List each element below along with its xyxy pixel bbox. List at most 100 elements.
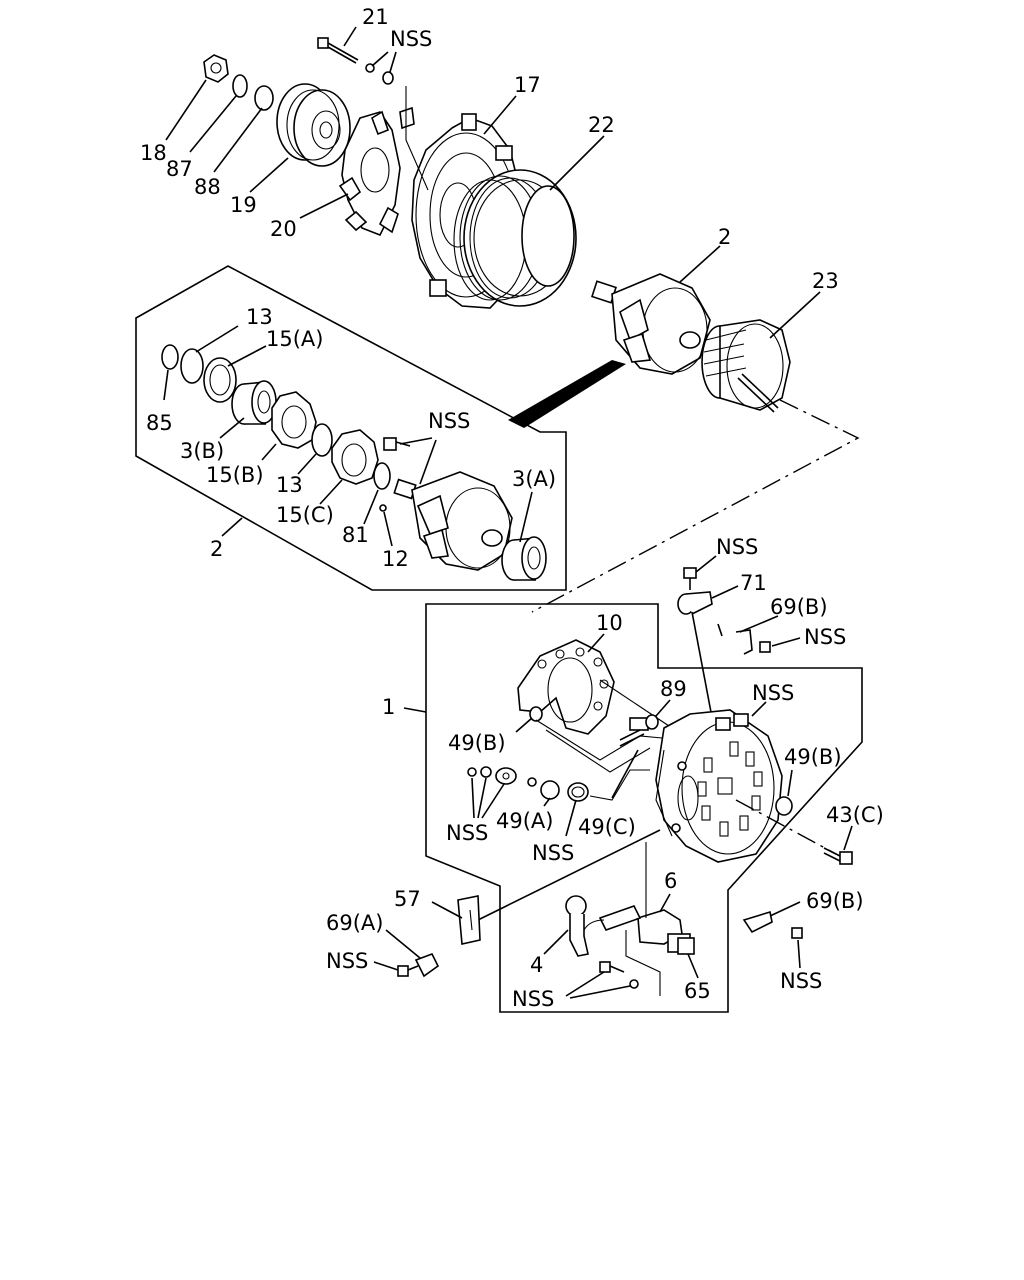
connector-4	[565, 895, 642, 957]
callout-nss-r3: NSS	[752, 681, 794, 705]
washer-nss-2	[382, 71, 394, 85]
bearing-3b	[231, 380, 277, 425]
leader-71	[711, 585, 739, 599]
leader-15a	[227, 345, 267, 367]
screw-detail-nss	[383, 437, 411, 451]
callout-6: 6	[664, 869, 677, 893]
rotor-assembly-2	[591, 273, 711, 375]
leader-3a	[519, 491, 533, 543]
clamp-69a	[397, 952, 440, 978]
insulator-49b-right	[775, 796, 793, 816]
wire-1	[535, 719, 663, 761]
callout-nss-r5: NSS	[532, 841, 574, 865]
callout-nss-r7: NSS	[512, 987, 554, 1011]
callout-3b: 3(B)	[180, 439, 224, 463]
insulator-49c	[567, 782, 589, 802]
callout-2-rotor: 2	[718, 225, 731, 249]
callout-69b-top: 69(B)	[770, 595, 828, 619]
leader-85	[163, 369, 169, 401]
rear-frame	[425, 603, 863, 1013]
callout-nss-r4: NSS	[446, 821, 488, 845]
leader-49c	[611, 749, 639, 799]
rotor-detail	[393, 471, 513, 571]
detail-wedge	[508, 360, 626, 428]
callout-21: 21	[362, 5, 389, 29]
callout-nss-r1: NSS	[716, 535, 758, 559]
leader-49a	[543, 797, 551, 807]
callout-labels: 21 NSS 17 18 87 88 19 20 22 2 23 13 15(A…	[140, 5, 884, 1011]
callout-69a: 69(A)	[326, 911, 383, 935]
clamp-69b-bottom	[742, 910, 803, 939]
slip-ring-cover-23	[701, 319, 791, 413]
leader-nss-49c	[565, 799, 577, 837]
callout-49c: 49(C)	[578, 815, 636, 839]
leader-nss-b1	[565, 971, 605, 997]
leader-nss-69b-bottom	[797, 939, 801, 969]
fan-20	[338, 106, 415, 237]
callout-15b: 15(B)	[206, 463, 264, 487]
wire-2	[545, 729, 651, 773]
leader-nss-69a	[373, 961, 399, 971]
leader-18	[165, 79, 207, 141]
callout-57: 57	[394, 887, 421, 911]
insulator-49b-left	[529, 706, 543, 722]
callout-49b-left: 49(B)	[448, 731, 506, 755]
callout-17: 17	[514, 73, 541, 97]
leader-89	[655, 699, 671, 717]
leader-3b	[219, 417, 245, 439]
ring-85	[161, 344, 179, 370]
leader-detail-nss-a	[399, 437, 433, 445]
callout-19: 19	[230, 193, 257, 217]
leader-69b-top	[739, 615, 779, 633]
leader-87	[189, 95, 237, 153]
callout-10: 10	[596, 611, 623, 635]
bracket-line-6	[625, 930, 661, 996]
callout-20: 20	[270, 217, 297, 241]
leader-10	[587, 633, 605, 653]
axis-line-upper	[531, 399, 860, 613]
rotor-detail-box	[135, 265, 567, 591]
leader-nss-w1	[471, 777, 475, 819]
leader-43c	[843, 825, 853, 851]
callout-nss-r6: NSS	[326, 949, 368, 973]
leader-15b	[261, 443, 277, 461]
callout-22: 22	[588, 113, 615, 137]
leader-nss-top-a	[371, 51, 389, 67]
bracket-57	[457, 895, 481, 945]
leader-nss-b2	[569, 985, 631, 999]
stator-22	[453, 169, 577, 307]
nut-18	[203, 54, 229, 83]
retainer-plate-15c	[331, 429, 379, 485]
callout-12: 12	[382, 547, 409, 571]
rear-assembly-box	[403, 555, 863, 1013]
leader-22	[549, 135, 605, 191]
bearing-3a	[501, 536, 547, 581]
leader-19	[249, 157, 289, 193]
retainer-plate-15b	[271, 391, 317, 449]
detail-frame	[135, 265, 567, 591]
leader-69b-bottom	[769, 901, 801, 917]
leader-13b	[297, 453, 317, 475]
callout-nss-top: NSS	[390, 27, 432, 51]
callout-18: 18	[140, 141, 167, 165]
callout-15c: 15(C)	[276, 503, 334, 527]
callout-nss-r8: NSS	[780, 969, 822, 993]
callout-87: 87	[166, 157, 193, 181]
leader-88	[213, 107, 263, 173]
bolt-43c	[823, 847, 853, 865]
callout-88: 88	[194, 175, 221, 199]
washer-13-a	[180, 348, 204, 384]
washer-88	[254, 85, 274, 111]
screw-nss-top	[683, 567, 697, 590]
leader-13a	[195, 325, 239, 353]
callout-23: 23	[812, 269, 839, 293]
leader-12	[383, 511, 393, 547]
callout-81: 81	[342, 523, 369, 547]
callout-49a: 49(A)	[496, 809, 553, 833]
callout-1: 1	[382, 695, 395, 719]
leader-nss-top-b	[389, 51, 397, 73]
callout-detail-nss: NSS	[428, 409, 470, 433]
leader-49b-right	[787, 769, 793, 797]
leader-nss-w3	[481, 783, 505, 819]
